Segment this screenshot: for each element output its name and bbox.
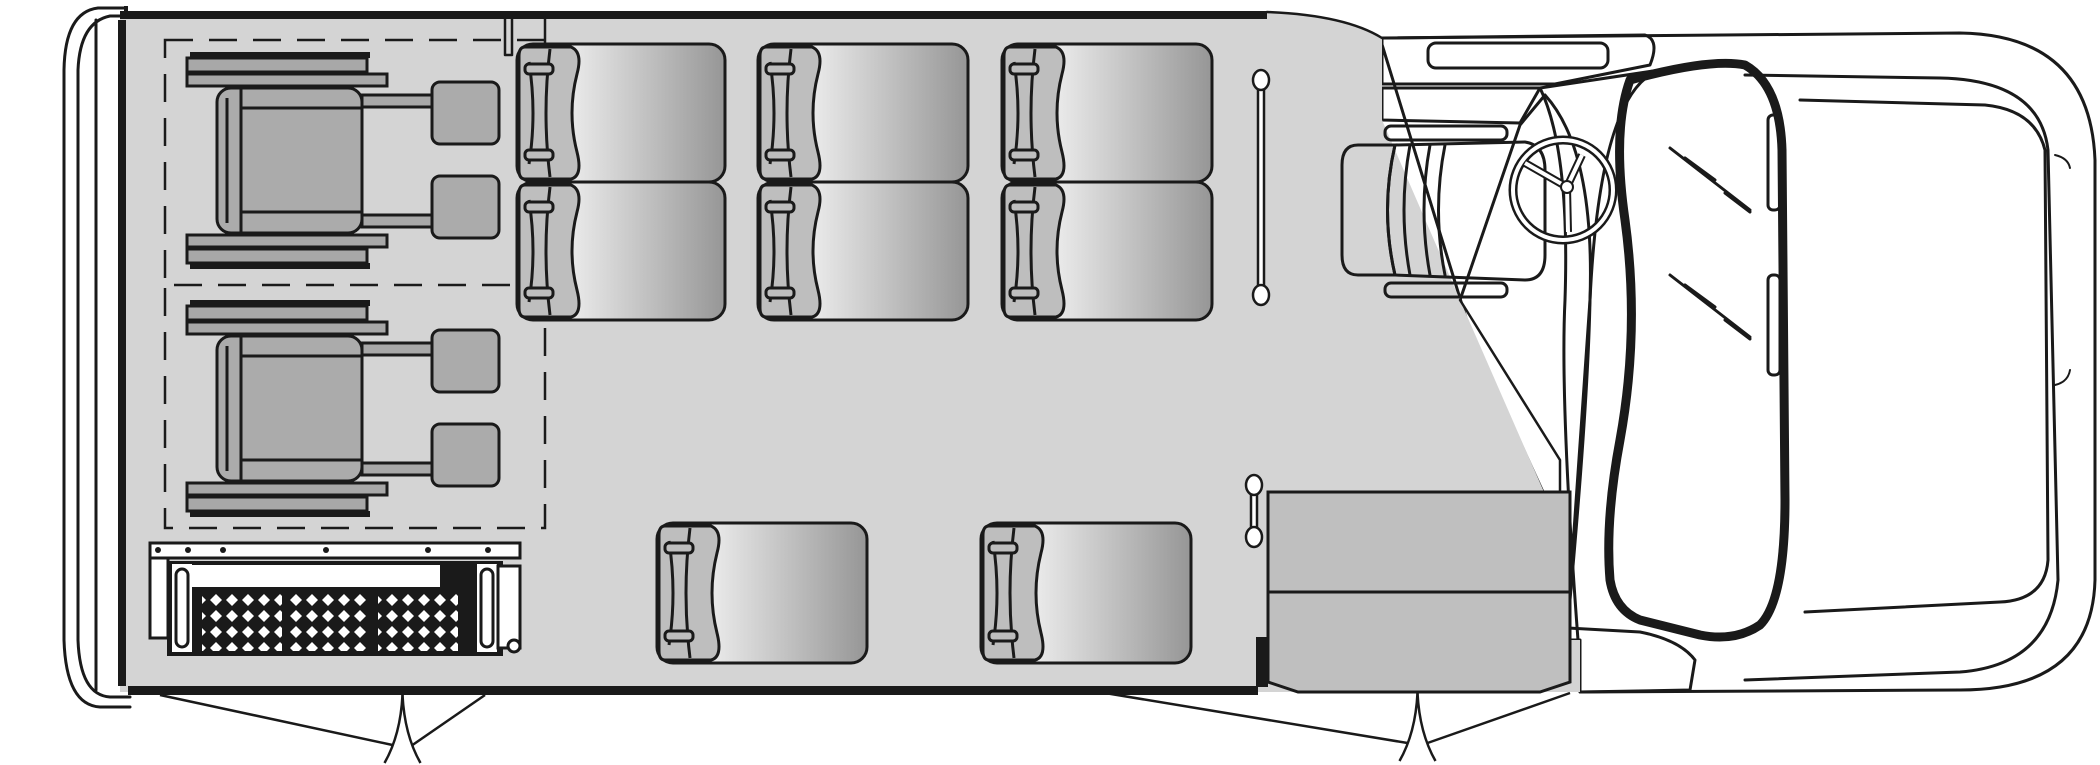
hood [1743, 73, 2060, 682]
lift-control-box [496, 564, 522, 650]
seat-back [758, 183, 822, 319]
lift-platform-mesh [378, 591, 458, 651]
seat-row-2 [756, 42, 970, 322]
cab [1378, 31, 2097, 694]
armrest [523, 286, 555, 300]
hood-latch-icon [2054, 369, 2071, 386]
double-seat-rows [515, 42, 1214, 322]
seat-row-3 [1000, 42, 1214, 322]
windshield [1604, 58, 1790, 642]
seat-single-1 [655, 521, 869, 665]
rear-bumper [62, 6, 132, 709]
seat-back [1002, 183, 1066, 319]
footrest [430, 328, 501, 394]
wiper-arm [1766, 113, 1782, 212]
driver-seat-cushion [1386, 140, 1547, 282]
seat-back [1002, 45, 1066, 181]
seat-row-1 [515, 42, 727, 322]
driver-seat-strap [1383, 124, 1509, 142]
footrest [430, 174, 501, 240]
steering-wheel-rim [1511, 138, 1615, 242]
side-wall-bottom [128, 686, 1258, 695]
footrest [430, 422, 501, 488]
wheelchair-positions [185, 52, 501, 517]
rear-wall [118, 20, 126, 686]
driver-partition [1458, 298, 1562, 497]
driver-seat-strap [1383, 281, 1509, 299]
passenger-seat-aisle [1000, 42, 1214, 184]
passenger-seat-aisle [756, 42, 970, 184]
door-swings [159, 691, 1571, 764]
side-wall-top [120, 11, 1267, 19]
steering-hub [1560, 180, 1574, 194]
wheelchair-icon [215, 334, 364, 483]
hood-panel [1798, 98, 2050, 614]
pole-1 [1251, 68, 1271, 307]
armrest [987, 541, 1019, 555]
armrest [663, 629, 695, 643]
armrest [1008, 286, 1040, 300]
driver-station [1340, 124, 1618, 299]
seat-back [657, 524, 721, 662]
wheelchair-icon [215, 86, 364, 235]
seat-back [758, 45, 822, 181]
footrest [430, 80, 501, 146]
wheelchair-lift [148, 541, 522, 656]
armrest [764, 148, 796, 162]
cab-side-lower [1566, 626, 1697, 694]
cab-trim-top [1380, 33, 1656, 86]
seat-back [517, 183, 581, 319]
wiper-icon [1668, 273, 1752, 341]
roof-curve [1265, 10, 1384, 40]
armrest [764, 286, 796, 300]
armrest [764, 200, 796, 214]
passenger-seat-window [756, 180, 970, 322]
stanchion-end-icon [1251, 68, 1271, 92]
rear-door [159, 693, 486, 764]
wipers [1668, 113, 1782, 377]
wiper-icon [1668, 146, 1752, 214]
seat-back [981, 524, 1045, 662]
stanchion-end-icon [1251, 283, 1271, 307]
wc-1 [185, 52, 501, 269]
wiper-arm [1766, 273, 1782, 377]
hood-latch-icon [2054, 154, 2071, 169]
stanchion-end-icon [1244, 525, 1264, 549]
pole-2 [1244, 473, 1264, 549]
seat-back [517, 45, 581, 181]
seat-single-2 [979, 521, 1193, 665]
lift-platform-mesh [202, 591, 282, 651]
armrest [1008, 200, 1040, 214]
armrest [663, 541, 695, 555]
single-seats [655, 521, 1193, 665]
front-door [1104, 691, 1571, 762]
armrest [1008, 148, 1040, 162]
cab-body [1378, 31, 2097, 694]
armrest [523, 148, 555, 162]
entry-step [1256, 490, 1572, 694]
passenger-seat-aisle [515, 42, 727, 184]
armrest [764, 62, 796, 76]
armrest [1008, 62, 1040, 76]
passenger-seat-window [515, 180, 727, 322]
wc-2 [185, 300, 501, 517]
armrest [523, 200, 555, 214]
dash-vent [1426, 41, 1610, 70]
driver-seat-bolster [1402, 143, 1447, 277]
lift-platform-mesh [290, 591, 370, 651]
passenger-seat-window [1000, 180, 1214, 322]
armrest [987, 629, 1019, 643]
stanchion-end-icon [1244, 473, 1264, 497]
armrest [523, 62, 555, 76]
dashboard [1453, 93, 1592, 632]
stanchions [1244, 68, 1271, 549]
